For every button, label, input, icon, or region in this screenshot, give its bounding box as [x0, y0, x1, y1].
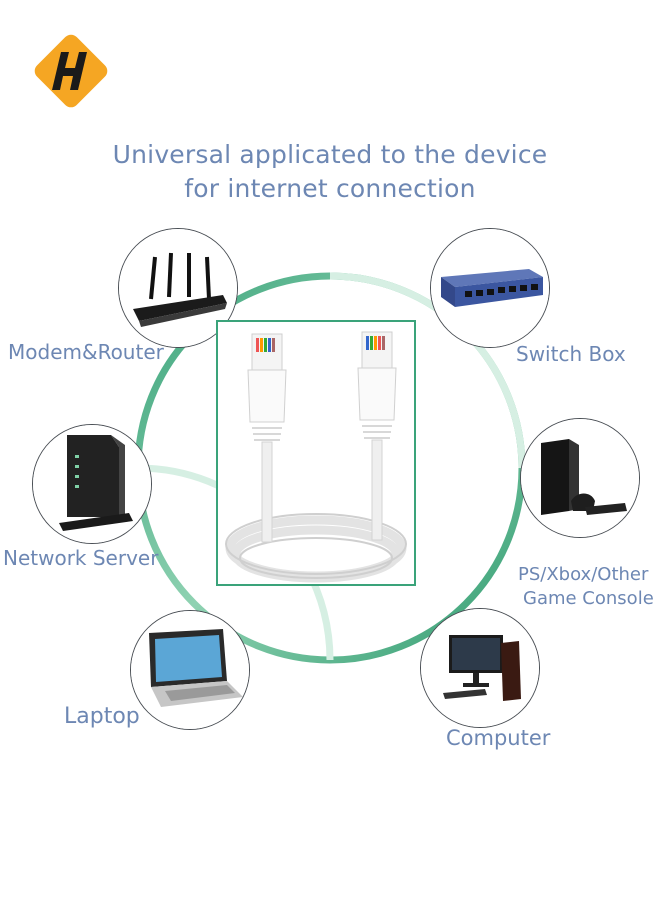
ethernet-cable-panel	[216, 320, 416, 586]
switch-icon	[431, 229, 549, 347]
ethernet-cable-icon	[225, 331, 407, 583]
game-console-icon	[521, 419, 639, 537]
server-icon	[33, 425, 151, 543]
modem-router-label: Modem&Router	[8, 340, 164, 364]
headline-line-1: Universal applicated to the device	[112, 140, 548, 169]
logo-icon	[34, 34, 108, 108]
brand-logo	[28, 28, 114, 114]
router-icon	[119, 229, 237, 347]
game-console-label-line1: PS/Xbox/Other	[518, 564, 649, 585]
laptop-label: Laptop	[64, 704, 140, 729]
modem-router-node	[118, 228, 238, 348]
headline-line-2: for internet connection	[184, 174, 476, 203]
network-server-node	[32, 424, 152, 544]
laptop-node	[130, 610, 250, 730]
switch-box-node	[430, 228, 550, 348]
desktop-computer-icon	[421, 609, 539, 727]
laptop-icon	[131, 611, 249, 729]
computer-node	[420, 608, 540, 728]
network-server-label: Network Server	[3, 546, 159, 570]
computer-label: Computer	[446, 726, 551, 750]
switch-box-label: Switch Box	[516, 342, 626, 366]
game-console-node	[520, 418, 640, 538]
game-console-label-line2: Game Console	[523, 588, 654, 609]
